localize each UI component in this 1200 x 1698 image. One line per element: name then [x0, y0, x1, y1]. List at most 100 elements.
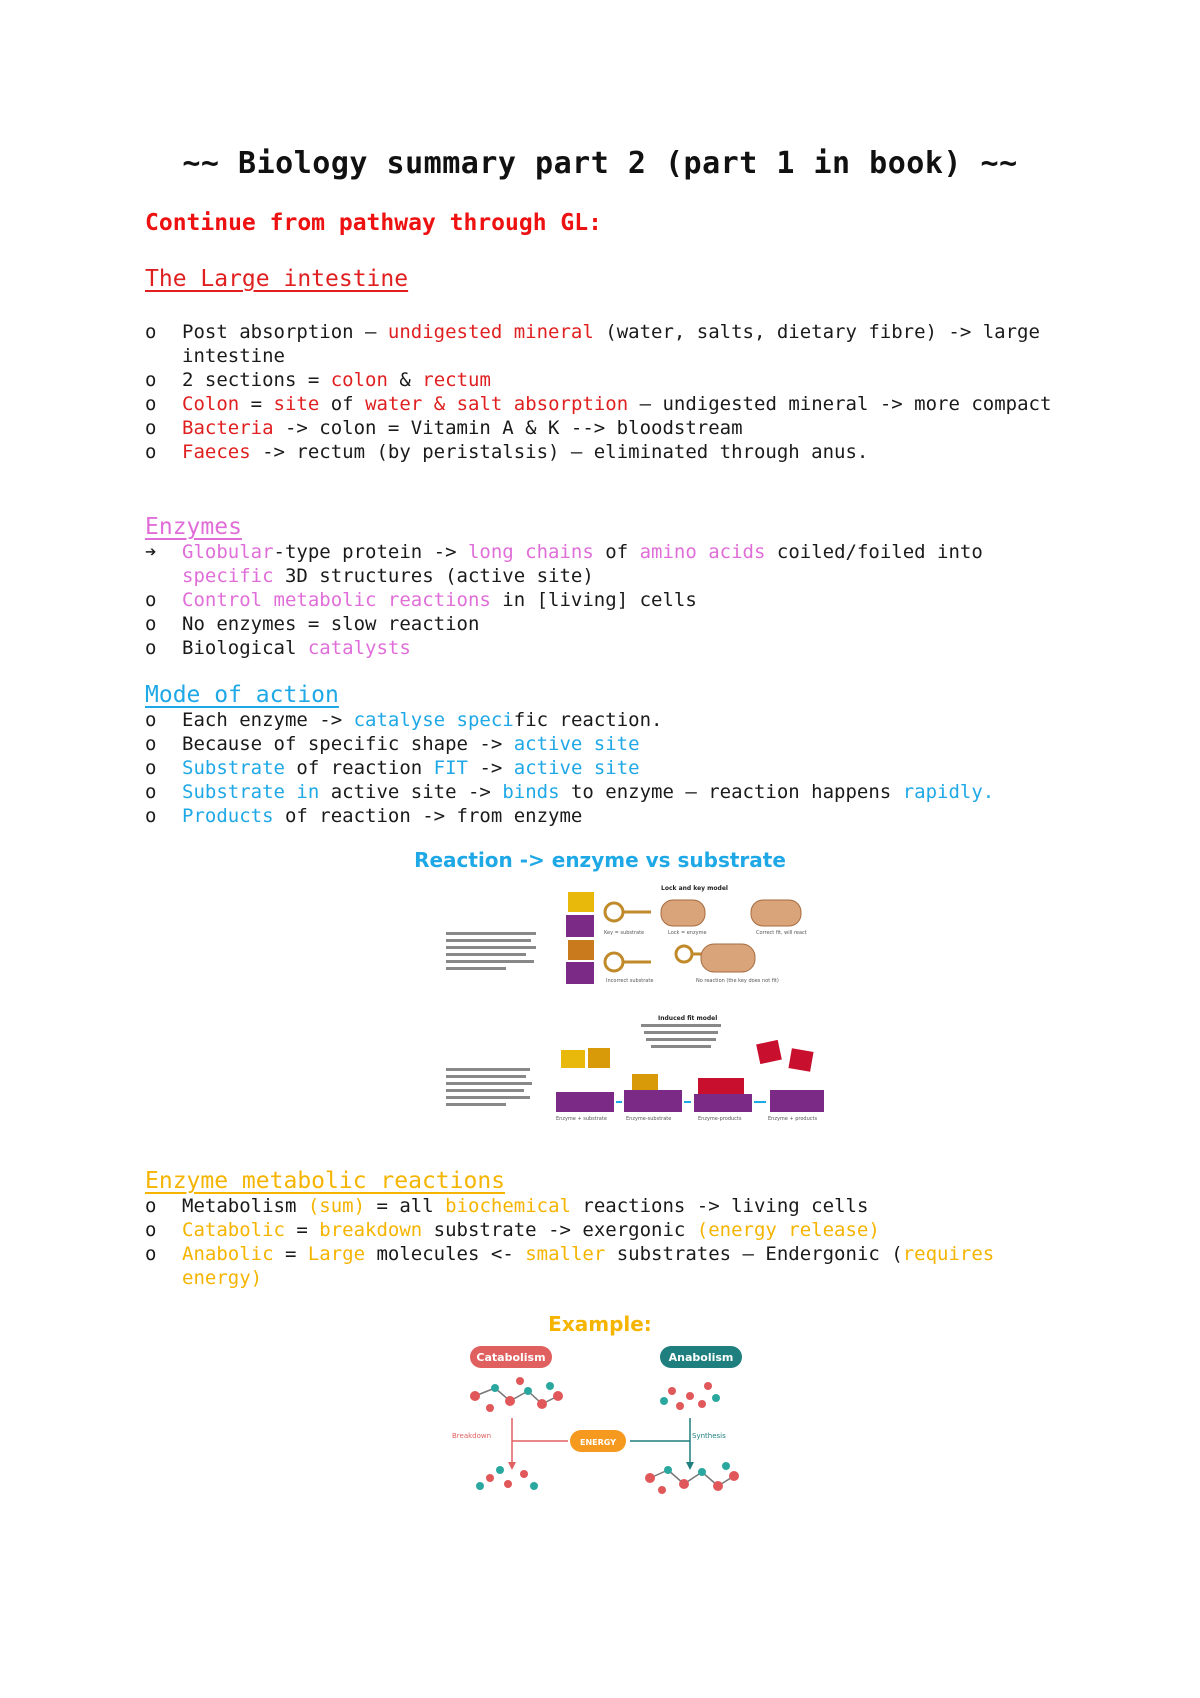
text-segment: to enzyme – reaction happens: [559, 781, 903, 803]
svg-text:Enzyme-products: Enzyme-products: [698, 1116, 742, 1122]
text-segment: in [living] cells: [490, 589, 697, 611]
text-segment: &: [387, 369, 423, 391]
svg-text:Enzyme + substrate: Enzyme + substrate: [556, 1116, 607, 1122]
text-segment: Post absorption –: [182, 321, 388, 343]
highlighted-text: Catabolic: [182, 1219, 285, 1241]
highlighted-text: biochemical: [445, 1195, 571, 1217]
svg-text:Key = substrate: Key = substrate: [604, 930, 644, 936]
enzyme-substrate-figure: Lock and key model Key = substrate Lock …: [446, 882, 826, 1130]
synthesis-label: Synthesis: [692, 1432, 726, 1440]
svg-text:Enzyme + products: Enzyme + products: [768, 1116, 817, 1122]
highlighted-text: catalyse speci: [353, 709, 514, 731]
bullet-o: o: [145, 757, 157, 779]
highlighted-text: long chains: [467, 541, 594, 563]
bullet-o: o: [145, 589, 157, 611]
highlighted-text: catalysts: [307, 637, 411, 659]
figure1-title: Reaction -> enzyme vs substrate: [414, 848, 786, 872]
highlighted-text: amino acids: [639, 541, 766, 563]
text-segment: No enzymes = slow reaction: [182, 613, 480, 635]
arrow-bullet-icon: ➔: [145, 541, 157, 563]
list-item: o Each enzyme -> catalyse specific reacti…: [145, 708, 1065, 732]
highlighted-text: active site: [513, 757, 640, 779]
text-segment: substrate -> exergonic: [422, 1219, 697, 1241]
enzyme-substrate-diagram: Lock and key model Key = substrate Lock …: [446, 885, 824, 1122]
heading-metabolic: Enzyme metabolic reactions: [145, 1168, 506, 1194]
text-segment: (water, salts, dietary fibre) -> large i…: [182, 321, 1040, 367]
highlighted-text: Globular: [182, 541, 274, 563]
highlighted-text: active site: [513, 733, 640, 755]
text-segment: Biological: [182, 637, 308, 659]
bullet-o: o: [145, 321, 157, 343]
bullet-o: o: [145, 709, 157, 731]
highlighted-text: Bacteria: [182, 417, 274, 439]
highlighted-text: Anabolic: [182, 1243, 274, 1265]
text-segment: Each enzyme ->: [182, 709, 354, 731]
metabolism-figure: Catabolism Anabolism: [450, 1346, 760, 1498]
heading-mode-of-action: Mode of action: [145, 682, 339, 708]
list-item: o Control metabolic reactions in [living]…: [145, 588, 1065, 612]
highlighted-text: Control metabolic reactions: [182, 589, 491, 611]
bullet-o: o: [145, 733, 157, 755]
text-segment: Metabolism: [182, 1195, 308, 1217]
highlighted-text: rectum: [422, 369, 491, 391]
svg-text:Lock = enzyme: Lock = enzyme: [668, 930, 707, 936]
text-segment: -> colon = Vitamin A & K --> bloodstream: [273, 417, 743, 439]
text-segment: fic reaction.: [513, 709, 663, 731]
bullet-o: o: [145, 613, 157, 635]
text-segment: ->: [468, 757, 514, 779]
svg-text:Correct fit, will react: Correct fit, will react: [756, 930, 807, 936]
list-item: o No enzymes = slow reaction: [145, 612, 1065, 636]
svg-text:No reaction (the key does not: No reaction (the key does not fit): [696, 978, 779, 984]
figure2-title: Example:: [548, 1312, 652, 1336]
highlighted-text: rapidly.: [902, 781, 995, 803]
catabolism-pill: [470, 1346, 552, 1368]
energy-pill: [570, 1430, 626, 1452]
text-segment: of reaction: [284, 757, 434, 779]
highlighted-text: Colon: [182, 393, 240, 415]
bullet-o: o: [145, 781, 157, 803]
text-segment: =: [273, 1243, 308, 1265]
svg-text:Enzyme-substrate: Enzyme-substrate: [626, 1116, 671, 1122]
highlighted-text: (sum): [307, 1195, 366, 1217]
highlighted-text: (energy release): [696, 1219, 880, 1241]
highlighted-text: undigested mineral: [387, 321, 594, 343]
list-item: ➔Globular-type protein -> long chains of…: [145, 540, 1065, 588]
text-segment: =: [284, 1219, 320, 1241]
svg-text:Incorrect substrate: Incorrect substrate: [606, 978, 653, 984]
document-title: ~~ Biology summary part 2 (part 1 in boo…: [182, 146, 1018, 181]
list-large-intestine: o Post absorption – undigested mineral (w…: [145, 320, 1065, 464]
bullet-o: o: [145, 1195, 157, 1217]
highlighted-text: Products: [182, 805, 274, 827]
text-segment: – undigested mineral -> more compact: [628, 393, 1052, 415]
anabolism-label: Anabolism: [669, 1351, 734, 1364]
highlighted-text: FIT: [433, 757, 468, 779]
energy-label: ENERGY: [580, 1438, 616, 1447]
text-segment: = all: [365, 1195, 446, 1217]
heading-large-intestine: The Large intestine: [145, 266, 409, 292]
bullet-o: o: [145, 393, 157, 415]
highlighted-text: smaller: [525, 1243, 606, 1265]
highlighted-text: specific: [182, 565, 274, 587]
text-segment: 2 sections =: [182, 369, 331, 391]
text-segment: -> rectum (by peristalsis) – eliminated …: [250, 441, 869, 463]
breakdown-label: Breakdown: [452, 1432, 491, 1440]
text-segment: -type protein ->: [273, 541, 468, 563]
text-segment: active site ->: [319, 781, 503, 803]
bullet-o: o: [145, 441, 157, 463]
heading-enzymes: Enzymes: [145, 514, 242, 540]
anabolism-pill: [660, 1346, 742, 1368]
text-segment: =: [239, 393, 274, 415]
text-segment: substrates – Endergonic (: [605, 1243, 903, 1265]
highlighted-text: binds: [502, 781, 560, 803]
